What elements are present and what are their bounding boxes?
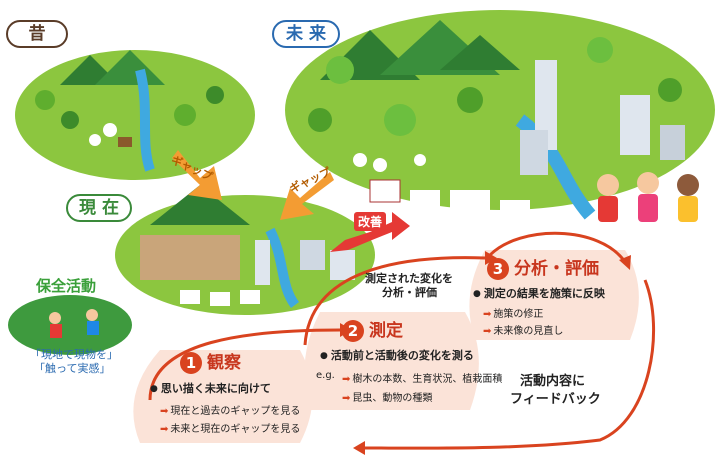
era-past-tag: 昔 (6, 20, 68, 48)
feedback-label-line-1: 活動内容に (520, 374, 586, 389)
cycle-arrowhead-2-to-3 (485, 251, 497, 265)
cycle-arrowhead-3-top (619, 255, 631, 270)
improvement-arrow (330, 212, 410, 252)
step1-item-1: 現在と過去のギャップを見る (160, 402, 300, 417)
conservation-title: 保全活動 (36, 277, 97, 295)
past-landscape (15, 50, 255, 180)
step1-number: 1 (180, 352, 202, 374)
conservation-line-1: 「現地で現物を」 (30, 348, 118, 361)
improvement-label: 改善 (354, 212, 387, 231)
measured-changes-line-1: 測定された変化を (365, 272, 453, 285)
children-illustration (597, 172, 699, 222)
cycle-arrow-3-top (488, 231, 627, 263)
step3-bullet: 測定の結果を施策に反映 (473, 285, 605, 301)
step1-bullet: 思い描く未来に向けて (150, 380, 271, 396)
present-landscape (115, 185, 375, 315)
step1-title-text: 観察 (207, 353, 241, 373)
feedback-arrowhead (353, 441, 365, 455)
feedback-arrow (364, 279, 656, 450)
conservation-scene (8, 295, 132, 355)
step2-item-1: 樹木の本数、生育状況、植栽面積 (342, 370, 502, 385)
step1-item-2: 未来と現在のギャップを見る (160, 420, 300, 435)
step3-number: 3 (487, 258, 509, 280)
step2-bullet: 活動前と活動後の変化を測る (320, 347, 474, 363)
step3-item-2: 未来像の見直し (483, 322, 563, 337)
step3-title-text: 分析・評価 (514, 259, 599, 279)
step2-number: 2 (342, 320, 364, 342)
step3-item-1: 施策の修正 (483, 305, 543, 320)
era-future-tag: 未 来 (272, 20, 340, 48)
step2-title-text: 測定 (369, 321, 403, 341)
future-landscape (285, 10, 715, 220)
feedback-label-line-2: フィードバック (510, 392, 601, 407)
cycle-arrow-2-to-3 (303, 256, 486, 346)
era-present-tag: 現 在 (66, 194, 132, 222)
step2-item-2: 昆虫、動物の種類 (342, 389, 432, 404)
gap-arrow-left (172, 150, 222, 200)
conservation-line-2: 「触って実感」 (34, 362, 111, 375)
step2-eg-prefix: e.g. (316, 370, 335, 381)
gap-arrow-right (280, 172, 334, 220)
measured-changes-line-2: 分析・評価 (382, 286, 437, 299)
